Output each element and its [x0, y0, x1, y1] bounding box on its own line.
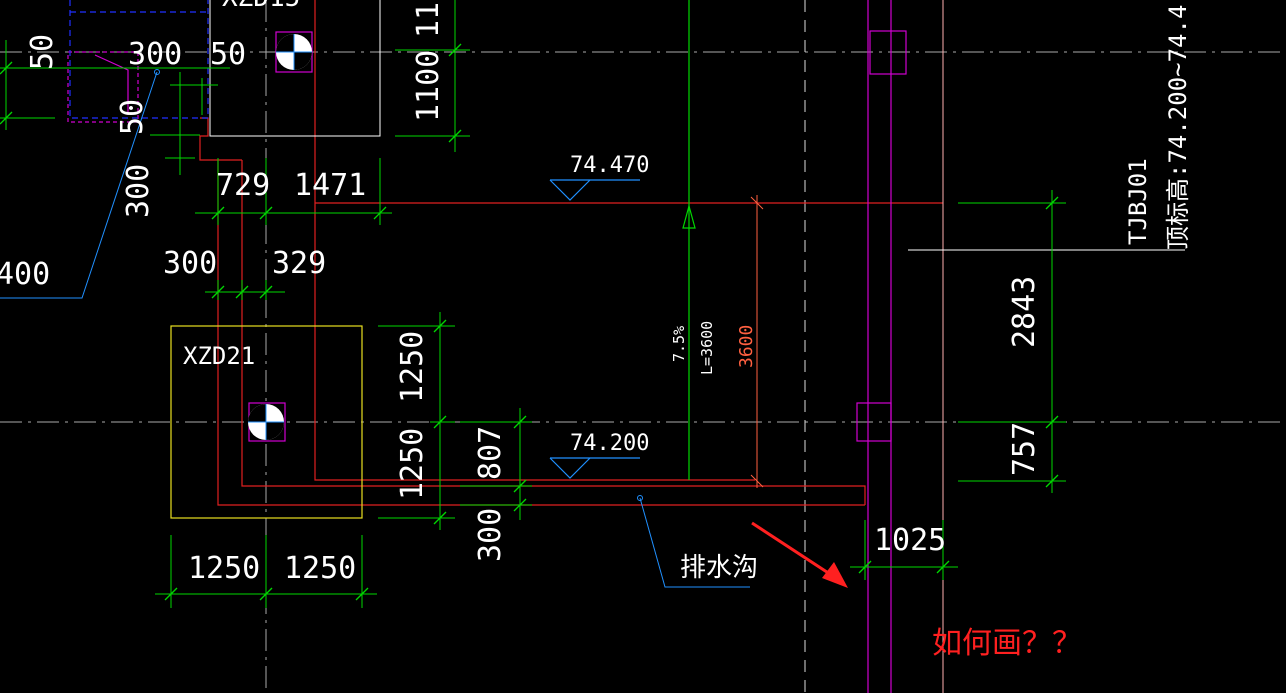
pile-symbol-top — [276, 34, 312, 70]
wall-inner-2 — [314, 0, 755, 481]
dim-300-vertical: 300 — [121, 164, 156, 218]
length-text: L=3600 — [698, 321, 716, 375]
red-outlines — [199, 0, 943, 506]
dim-1250-upper: 1250 — [395, 331, 430, 403]
beam-label: TJBJ01 — [1124, 158, 1152, 245]
dim-110: 110 — [411, 0, 446, 38]
leader-drain — [639, 497, 750, 588]
magenta-pit — [67, 51, 139, 123]
beam-elevation: 顶标高:74.200~74.4 — [1164, 5, 1192, 250]
leader-lines — [0, 69, 750, 588]
slope-text: 7.5% — [670, 326, 688, 362]
pile-cap-xzd21 — [170, 325, 363, 519]
dim-50-vertical: 50 — [25, 34, 60, 70]
elev-74470: 74.470 — [570, 153, 649, 178]
dim-1025: 1025 — [874, 523, 946, 558]
dim-757: 757 — [1007, 422, 1042, 476]
dim-300-top: 300 — [128, 37, 182, 72]
dim-329: 329 — [272, 246, 326, 281]
slope-arrow — [682, 0, 696, 480]
leader-pit — [0, 71, 158, 299]
red-dimension-3600 — [750, 195, 764, 488]
dim-1471: 1471 — [294, 168, 366, 203]
label-xzd21: XZD21 — [183, 342, 255, 370]
magenta-column-top — [869, 30, 907, 75]
wall-left-inner — [241, 160, 866, 505]
elev-triangle-top — [549, 179, 591, 201]
dimension-ticks — [0, 43, 1059, 601]
length-red-3600: 3600 — [736, 325, 757, 368]
dimension-lines — [0, 0, 1066, 608]
dim-2843: 2843 — [1007, 276, 1042, 348]
magenta-pit-mark — [94, 54, 129, 115]
question-annotation: 如何画？？ — [932, 626, 1082, 661]
dim-807: 807 — [473, 426, 508, 480]
dim-300-mid: 300 — [163, 246, 217, 281]
label-xzd15: XZD15 — [222, 0, 300, 13]
elev-triangle-bottom — [549, 457, 591, 479]
dim-50-top: 50 — [210, 37, 246, 72]
magenta-column-bottom — [856, 402, 892, 442]
blue-dashed-box — [69, 0, 209, 119]
elev-74200: 74.200 — [570, 431, 649, 456]
wall-left-outer — [199, 117, 865, 506]
dim-300-bottom: 300 — [473, 508, 508, 562]
dim-1250-bottom-right: 1250 — [284, 551, 356, 586]
dim-1250-lower: 1250 — [395, 428, 430, 500]
elevation-marks — [549, 179, 640, 479]
dim-1100: 1100 — [411, 50, 446, 122]
dim-1250-bottom-left: 1250 — [188, 551, 260, 586]
dim-729: 729 — [216, 168, 270, 203]
drain-label: 排水沟 — [680, 553, 758, 583]
edge-text-400: 400 — [0, 257, 50, 292]
dim-50-vertical-2: 50 — [115, 99, 150, 135]
pile-symbol-bottom — [248, 404, 284, 440]
magenta-lines — [67, 0, 907, 693]
question-arrow — [751, 521, 848, 588]
